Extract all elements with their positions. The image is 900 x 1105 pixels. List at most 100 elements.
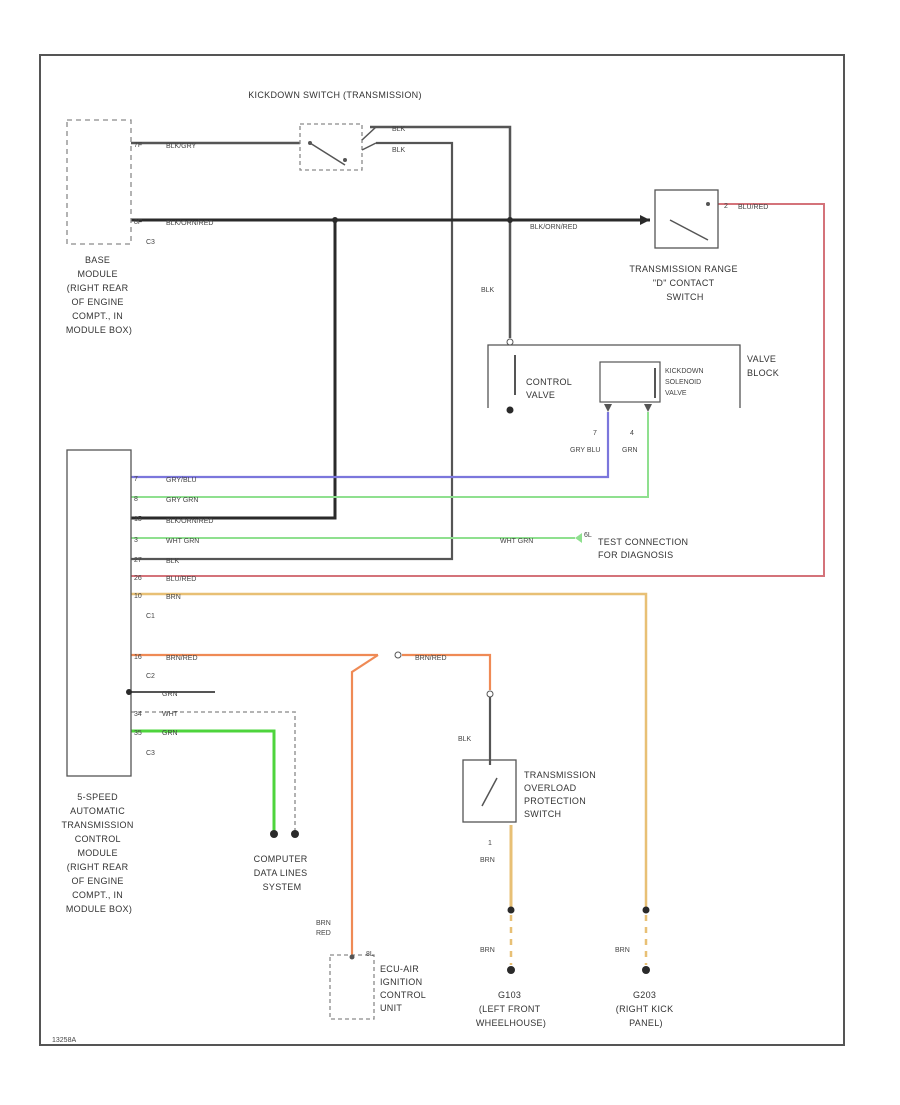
g203-label: G203 (RIGHT KICK PANEL) <box>616 990 676 1028</box>
pin-label: 7F <box>134 142 142 149</box>
wire-label: BRN <box>166 594 181 601</box>
brn-red-connector <box>394 651 402 659</box>
range-switch-label: TRANSMISSION RANGE "D" CONTACT SWITCH <box>629 264 740 302</box>
pin-label: 7 <box>134 476 138 483</box>
data-line-connector-2 <box>291 830 299 838</box>
overload-switch-box <box>462 759 517 823</box>
pin-label: 26 <box>134 575 142 582</box>
pin-label: 3 <box>134 537 138 544</box>
pin-label: 35 <box>134 730 142 737</box>
pin-label: 6L <box>584 532 592 539</box>
kickdown-solenoid-box <box>599 361 661 403</box>
valve-block-input <box>506 338 514 346</box>
wire-label: BRN/RED <box>415 655 447 662</box>
base-module-box <box>66 119 132 245</box>
ignition-unit-box <box>329 954 375 1020</box>
wire-brn-red-right <box>402 653 492 690</box>
range-contact <box>706 202 710 206</box>
wire-label: GRY/BLU <box>166 477 197 484</box>
wire-label: BRN <box>615 947 630 954</box>
pin-label: 1 <box>488 840 492 847</box>
wire-label: BLK/GRY <box>166 143 197 150</box>
wire-label-brn-red-ign: BRN RED <box>316 920 333 937</box>
wire-label: BLK <box>166 558 180 565</box>
wire-label: WHT <box>162 711 179 718</box>
wire-brn-g203 <box>131 592 648 910</box>
tcm-label: 5-SPEED AUTOMATIC TRANSMISSION CONTROL M… <box>62 792 137 914</box>
test-connection-tip <box>575 533 582 543</box>
pin-label: 34 <box>134 711 142 718</box>
kickdown-lead-2 <box>361 142 377 151</box>
wire-label: BLK <box>458 736 472 743</box>
wire-label: WHT GRN <box>500 538 533 545</box>
pin-label: 15 <box>134 516 142 523</box>
g103-label: G103 (LEFT FRONT WHEELHOUSE) <box>476 990 546 1028</box>
computer-data-lines-label: COMPUTER DATA LINES SYSTEM <box>254 854 311 892</box>
overload-switch-blade <box>481 777 498 807</box>
wire-label: BLK/ORN/RED <box>166 518 213 525</box>
solenoid-terminal-2 <box>644 404 652 412</box>
overload-switch-label: TRANSMISSION OVERLOAD PROTECTION SWITCH <box>524 770 599 819</box>
pin-label: 2 <box>724 203 728 210</box>
valve-block-label: VALVE BLOCK <box>747 354 779 378</box>
pin-label: 7 <box>593 430 597 437</box>
wire-gry-blu <box>131 412 610 479</box>
wire-blu-red <box>131 203 825 577</box>
wire-label: GRN <box>162 691 178 698</box>
wire-label: BLK <box>481 287 495 294</box>
control-valve-label: CONTROL VALVE <box>526 377 575 400</box>
kickdown-contact-2 <box>343 158 347 162</box>
connector-label: C2 <box>146 673 155 680</box>
range-switch-blade <box>669 219 709 241</box>
wire-label: BLK/ORN/RED <box>530 224 577 231</box>
wire-label: BRN <box>480 947 495 954</box>
wire-label: BLU/RED <box>166 576 196 583</box>
arrow-range-switch <box>640 215 650 225</box>
wire-gry-grn <box>131 412 649 498</box>
g103-splice <box>507 906 515 914</box>
wire-label: BLK/ORN/RED <box>166 220 213 227</box>
solenoid-terminal-1 <box>604 404 612 412</box>
wire-label: GRY GRN <box>166 497 198 504</box>
overload-top-connector <box>486 690 494 698</box>
kickdown-switch-blade <box>309 142 346 166</box>
g203-ground <box>642 966 650 974</box>
ignition-unit-label: ECU-AIR IGNITION CONTROL UNIT <box>380 964 429 1013</box>
wire-label: GRN <box>622 447 638 454</box>
wire-blk-to-tcm <box>131 141 454 561</box>
wire-label: GRY BLU <box>570 447 600 454</box>
ignition-pin <box>349 954 355 960</box>
wire-grn <box>131 729 276 832</box>
splice-2 <box>507 217 513 223</box>
pin-label: 4 <box>630 430 634 437</box>
pin-label: 10 <box>134 593 142 600</box>
wire-label: GRN <box>162 730 178 737</box>
wire-label: BLK <box>392 147 406 154</box>
tcm-data-splice <box>126 689 132 695</box>
base-module-label: BASE MODULE (RIGHT REAR OF ENGINE COMPT.… <box>66 255 132 335</box>
kickdown-switch-label: KICKDOWN SWITCH (TRANSMISSION) <box>248 90 422 100</box>
wire-brn-red-ign <box>350 654 379 955</box>
g103-ground <box>507 966 515 974</box>
wire-blk-orn-red-tcm <box>131 220 337 520</box>
wire-label: BLU/RED <box>738 204 768 211</box>
splice-1 <box>332 217 338 223</box>
wire-label: WHT GRN <box>166 538 199 545</box>
range-switch-box <box>654 189 719 249</box>
wire-label: BRN <box>480 857 495 864</box>
kickdown-lead-1 <box>361 126 377 141</box>
kickdown-solenoid-label: KICKDOWN SOLENOID VALVE <box>665 368 705 397</box>
data-line-connector-1 <box>270 830 278 838</box>
pin-label: 8F <box>134 219 142 226</box>
diagram-frame <box>39 54 845 1046</box>
diagram-id: 13258A <box>52 1037 76 1044</box>
pin-label: 27 <box>134 557 142 564</box>
pin-label: 8L <box>366 951 374 958</box>
valve-block-outline <box>487 344 741 408</box>
g203-splice <box>642 906 650 914</box>
wire-wht <box>131 711 296 832</box>
control-valve-ground <box>506 406 514 414</box>
connector-label: C1 <box>146 613 155 620</box>
